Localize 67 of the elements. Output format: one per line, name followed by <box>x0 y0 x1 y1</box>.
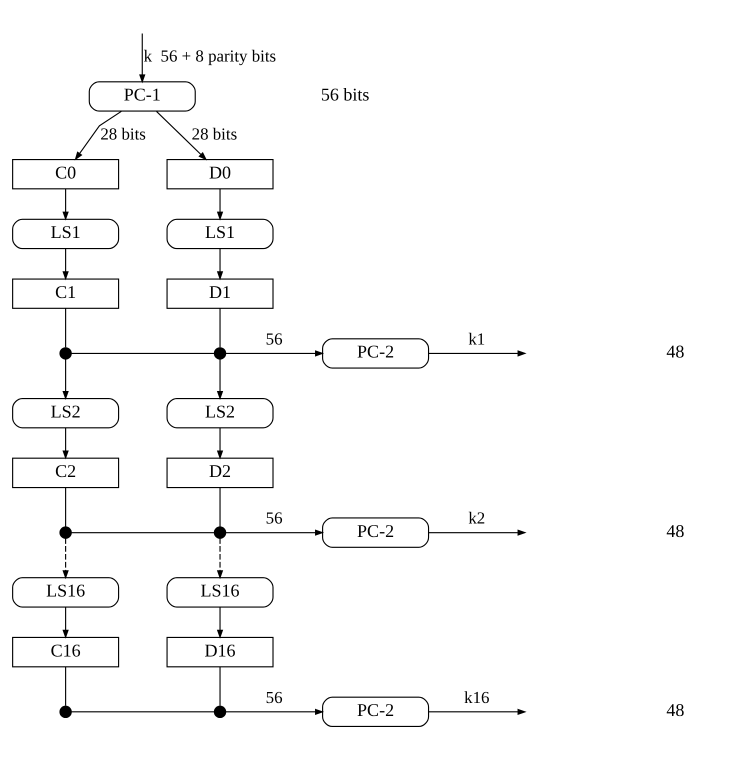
connector <box>219 666 221 706</box>
connector <box>65 487 66 526</box>
label: 48 <box>666 341 684 362</box>
node-box: D2 <box>166 457 274 488</box>
connector <box>219 308 221 347</box>
connector <box>65 308 66 347</box>
edge-label: k2 <box>468 508 486 528</box>
connector <box>72 352 214 354</box>
node-box: LS2 <box>12 397 120 428</box>
arrow <box>216 427 224 460</box>
node-box: PC-2 <box>322 696 430 727</box>
node-circle <box>59 526 72 538</box>
arrow <box>62 538 69 579</box>
label: 48 <box>666 700 684 720</box>
arrow <box>62 358 69 400</box>
label: 56 bits <box>320 84 370 104</box>
arrow <box>226 708 324 714</box>
node-circle <box>214 705 226 718</box>
arrow <box>74 110 122 160</box>
node-box: LS1 <box>12 218 120 249</box>
node-box: LS2 <box>166 397 274 428</box>
arrow <box>216 358 224 400</box>
edge-label: 28 bits <box>100 124 146 143</box>
edge-label: 56 <box>266 508 283 528</box>
connector <box>72 532 214 533</box>
connector <box>65 666 66 706</box>
arrow <box>226 350 324 356</box>
node-box: C0 <box>12 158 120 189</box>
arrow <box>139 33 146 83</box>
node-box: PC-2 <box>322 516 430 548</box>
arrow <box>216 606 224 638</box>
arrow <box>62 248 69 280</box>
arrow <box>216 248 224 280</box>
arrow <box>428 708 527 714</box>
arrow <box>156 110 208 160</box>
edge-label: 56 <box>266 328 283 348</box>
node-circle <box>59 346 72 360</box>
edge-label: k1 <box>468 328 486 348</box>
label: 48 <box>666 520 684 540</box>
arrow <box>62 606 69 638</box>
arrow <box>62 188 69 220</box>
node-box: C2 <box>12 457 120 488</box>
node-circle <box>59 705 72 718</box>
node-box: PC-1 <box>88 80 196 112</box>
arrow <box>216 538 224 579</box>
node-box: D0 <box>166 158 274 189</box>
edge-label: k16 <box>464 687 490 706</box>
node-box: LS1 <box>166 218 274 249</box>
node-box: PC-2 <box>322 338 430 368</box>
edge-label: 56 <box>266 687 283 706</box>
node-box: D16 <box>166 636 274 667</box>
node-circle <box>214 526 226 538</box>
arrow <box>428 528 527 536</box>
arrow <box>226 528 324 536</box>
node-box: LS16 <box>12 576 120 608</box>
edge-label: 28 bits <box>192 124 238 143</box>
arrow <box>62 427 69 460</box>
node-circle <box>214 346 226 360</box>
edge-label: k 56 + 8 parity bits <box>144 46 276 65</box>
node-box: C16 <box>12 636 120 667</box>
node-box: D1 <box>166 278 274 308</box>
connector <box>219 487 221 526</box>
connector <box>72 710 214 712</box>
arrow <box>216 188 224 220</box>
node-box: C1 <box>12 278 120 308</box>
arrow <box>428 350 527 356</box>
node-box: LS16 <box>166 576 274 608</box>
